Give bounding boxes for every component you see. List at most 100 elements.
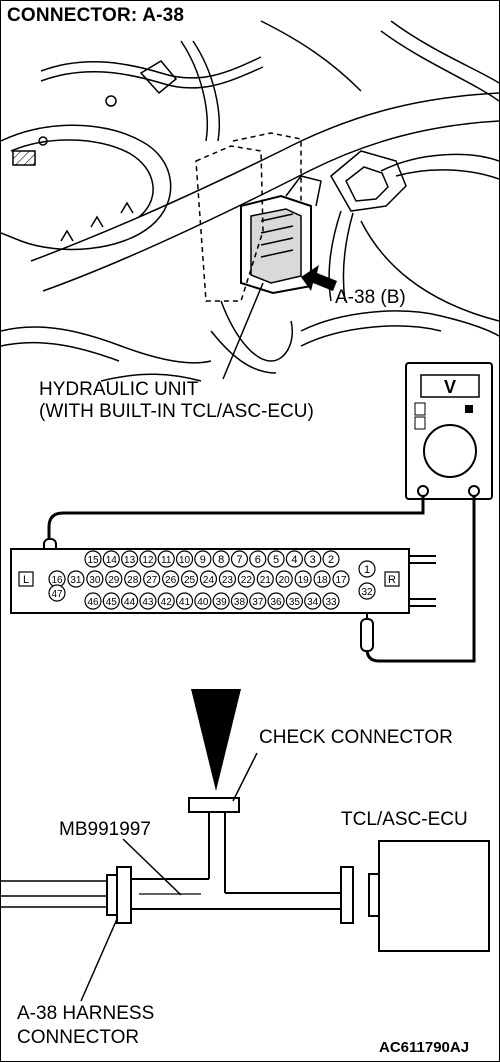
pin-32: 32 (361, 587, 373, 598)
pin-23: 23 (222, 575, 234, 586)
pin-41-circle (175, 592, 194, 610)
pin-37-circle (249, 592, 267, 610)
pin-39-circle (212, 592, 230, 610)
harness-connector-sublabel: CONNECTOR (17, 1027, 140, 1048)
pin-15-circle (84, 550, 102, 568)
pin-38: 38 (234, 597, 246, 608)
pin-29-circle (105, 570, 123, 588)
pin-43: 43 (142, 597, 154, 608)
pin-28: 28 (127, 575, 139, 586)
voltmeter-symbol: V (444, 377, 456, 397)
connector-b-arrow (301, 265, 337, 291)
pin-31: 31 (70, 575, 82, 586)
pin-44-circle (121, 592, 139, 610)
pin-34-circle (304, 592, 322, 610)
pin-19: 19 (298, 575, 310, 586)
pin-2-circle (322, 550, 340, 568)
pin-19-circle (294, 570, 312, 588)
check-connector-label: CHECK CONNECTOR (259, 727, 453, 748)
pin-17: 17 (335, 575, 347, 586)
pin-6-circle (249, 550, 267, 568)
pin-9-circle (194, 550, 212, 568)
pin-41: 41 (179, 597, 191, 608)
pin-24: 24 (203, 575, 215, 586)
pin-7: 7 (236, 554, 242, 566)
pin-13-circle (121, 550, 139, 568)
pin-15: 15 (87, 555, 99, 566)
pin-37: 37 (252, 597, 264, 608)
pin-27-circle (143, 570, 161, 588)
pin-7-circle (230, 550, 249, 568)
pin-23-circle (218, 570, 236, 588)
pin-45: 45 (106, 597, 118, 608)
pin-47-circle (48, 584, 66, 602)
pin-10-circle (175, 550, 194, 568)
pin-17-circle (332, 570, 350, 588)
engine-bay-illustration (1, 20, 499, 382)
pin-20-circle (275, 570, 293, 588)
pin-10: 10 (179, 555, 191, 566)
meter-lead-left (47, 496, 425, 541)
pin-35: 35 (289, 597, 301, 608)
pin-43-circle (139, 592, 157, 610)
connector-marker-right: R (388, 574, 396, 586)
pin-11: 11 (161, 555, 172, 566)
pin-32-circle (358, 582, 376, 600)
pin-30: 30 (89, 575, 101, 586)
pin-2: 2 (328, 554, 334, 566)
pin-24-circle (199, 570, 218, 588)
page-title: CONNECTOR: A-38 (7, 5, 185, 26)
pin-22-circle (237, 570, 255, 588)
pin-14-circle (102, 550, 120, 568)
pin-3: 3 (310, 554, 316, 566)
pin-28-circle (124, 570, 142, 588)
tool-leader-lines (80, 752, 258, 1002)
pin-27: 27 (146, 575, 158, 586)
connector-b-label: A-38 (B) (335, 287, 406, 308)
pin-21-circle (256, 570, 274, 588)
voltmeter (405, 362, 493, 500)
pin-25: 25 (184, 575, 196, 586)
pin-25-circle (180, 570, 199, 588)
pin-8-circle (212, 550, 230, 568)
pin-3-circle (304, 550, 322, 568)
pin-21: 21 (260, 575, 272, 586)
pin-30-circle (86, 570, 104, 588)
hydraulic-leader-line (222, 282, 264, 380)
pin-35-circle (285, 592, 303, 610)
pin-16: 16 (51, 575, 63, 586)
pin-45-circle (102, 592, 120, 610)
figure-code: AC611790AJ (379, 1039, 470, 1056)
mb991997-label: MB991997 (59, 819, 151, 840)
mb991997-tool (1, 689, 490, 952)
pin-34: 34 (307, 597, 319, 608)
pin-18-circle (313, 570, 331, 588)
pin-5-circle (267, 550, 285, 568)
pin-42: 42 (161, 597, 173, 608)
ecu-label: TCL/ASC-ECU (341, 809, 468, 830)
pin-13: 13 (124, 555, 136, 566)
pin-36-circle (267, 592, 285, 610)
pin-47: 47 (51, 589, 63, 600)
pin-42-circle (157, 592, 175, 610)
pin-33-circle (322, 592, 340, 610)
pin-11-circle (157, 550, 175, 568)
harness-connector-label: A-38 HARNESS (17, 1003, 155, 1024)
pin-40-circle (194, 592, 212, 610)
pin-29: 29 (108, 575, 120, 586)
pin-1: 1 (364, 564, 370, 576)
pin-40: 40 (197, 597, 209, 608)
pin-4-circle (285, 550, 303, 568)
pin-9: 9 (200, 554, 206, 566)
pin-31-circle (67, 570, 85, 588)
pin-46: 46 (87, 597, 99, 608)
pin-46-circle (84, 592, 102, 610)
pin-26: 26 (165, 575, 177, 586)
pin-6: 6 (255, 554, 261, 566)
pin-38-circle (230, 592, 249, 610)
hydraulic-unit-sublabel: (WITH BUILT-IN TCL/ASC-ECU) (39, 401, 314, 422)
pin-8: 8 (218, 554, 224, 566)
pin-33: 33 (325, 597, 337, 608)
